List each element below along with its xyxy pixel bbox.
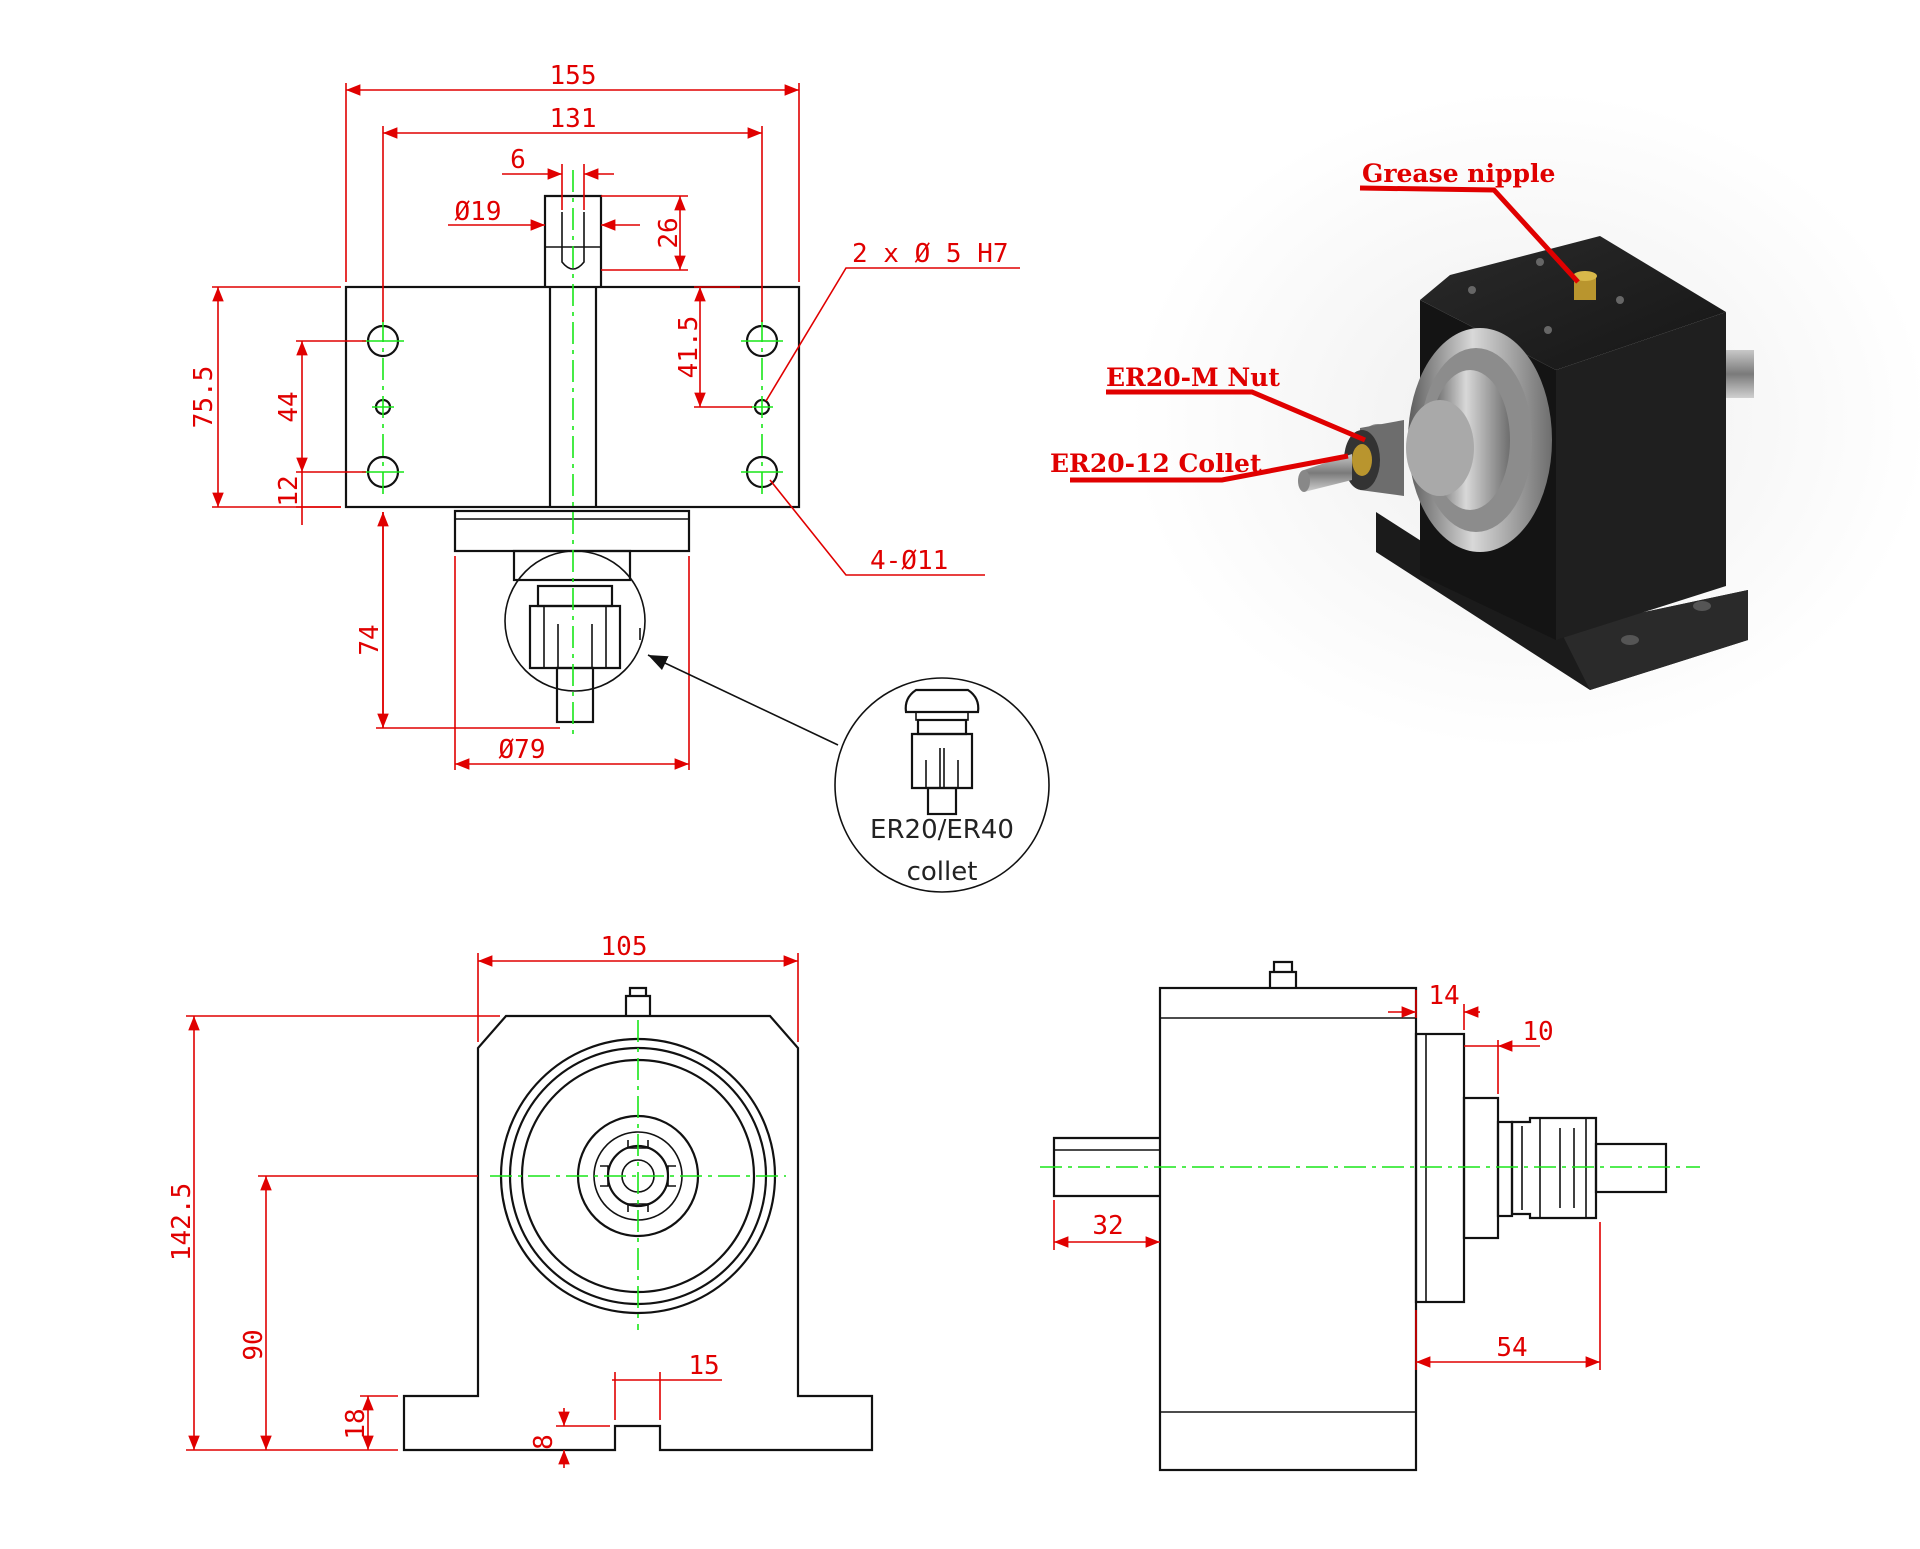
grease-nipple	[1574, 276, 1596, 300]
dim-6: 6	[510, 145, 526, 175]
dim-18: 18	[341, 1408, 371, 1439]
detail-circle-small	[504, 550, 646, 692]
dim-12: 12	[274, 475, 304, 506]
side-flange	[1414, 1032, 1466, 1304]
label-er20-12-collet: ER20-12 Collet	[1050, 449, 1262, 478]
input-shaft	[543, 194, 603, 287]
dim-75-5: 75.5	[189, 366, 219, 429]
detail-label-line2: collet	[907, 857, 978, 887]
dim-14: 14	[1428, 981, 1459, 1011]
dim-10: 10	[1522, 1017, 1553, 1047]
photo-collet-shaft	[1304, 454, 1352, 492]
label-grease-nipple: Grease nipple	[1362, 159, 1555, 188]
collet-detail: ER20/ER40 collet	[834, 677, 1050, 893]
dim-54: 54	[1496, 1333, 1527, 1363]
keyway	[561, 212, 585, 270]
dim-dia19: Ø19	[455, 197, 502, 227]
front-view: 105 142.5 90 18 8 15	[167, 932, 874, 1468]
detail-label-line1: ER20/ER40	[870, 815, 1014, 845]
dim-142-5: 142.5	[167, 1183, 197, 1261]
callout-mount-holes: 4-Ø11	[870, 546, 948, 576]
dim-105: 105	[601, 932, 648, 962]
front-body-outline	[402, 1014, 874, 1452]
dim-15: 15	[688, 1351, 719, 1381]
collet-nut-top	[528, 604, 622, 670]
dim-26: 26	[654, 217, 684, 248]
side-body-outline	[1158, 986, 1418, 1472]
label-er20-m-nut: ER20-M Nut	[1106, 363, 1280, 392]
dim-90: 90	[239, 1329, 269, 1360]
dim-131: 131	[550, 104, 597, 134]
dim-41-5: 41.5	[674, 316, 704, 379]
dim-155: 155	[550, 61, 597, 91]
dim-dia79: Ø79	[499, 735, 546, 765]
front-grease-nipple	[624, 986, 652, 1016]
top-view: 155 131 6 Ø19 26 75.5 44 12	[189, 61, 1050, 893]
callout-pin-holes: 2 x Ø 5 H7	[852, 239, 1009, 269]
side-view: 14 10 32 54	[1040, 960, 1700, 1472]
side-grease-nipple	[1268, 960, 1298, 988]
side-collet-nut	[1510, 1116, 1598, 1220]
dim-32: 32	[1092, 1211, 1123, 1241]
dim-44: 44	[274, 391, 304, 422]
flange	[453, 509, 691, 553]
dim-74: 74	[355, 624, 385, 655]
product-photo: Grease nipple ER20-M Nut ER20-12 Collet	[1050, 90, 1920, 750]
dim-8: 8	[529, 1434, 559, 1450]
